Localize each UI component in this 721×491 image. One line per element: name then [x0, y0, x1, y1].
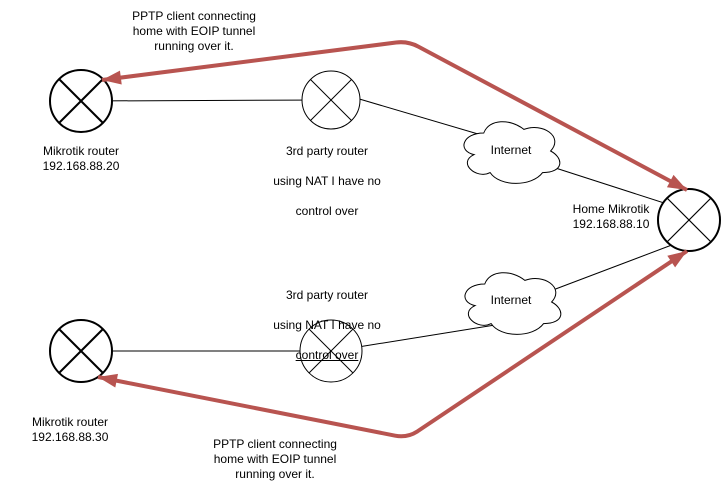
pptp-tunnel-arrow-top [101, 40, 688, 192]
label-mikrotik-20: Mikrotik router 192.168.88.20 [42, 144, 120, 173]
label-line: using NAT I have no [273, 318, 381, 332]
label-line: control over [295, 204, 359, 218]
pptp-tunnel-arrow-bottom [97, 249, 689, 439]
annotation-pptp-top: PPTP client connecting home with EOIP tu… [132, 9, 256, 53]
label-mikrotik-30: Mikrotik router 192.168.88.30 [31, 415, 109, 444]
router-x-icon [58, 328, 104, 374]
label-line: 3rd party router [285, 144, 369, 158]
router-x-icon [666, 197, 712, 243]
label-internet-top: Internet [490, 143, 532, 157]
label-line: 3rd party router [285, 288, 369, 302]
router-node-home-mikrotik [657, 188, 721, 252]
label-nat-router-top: 3rd party router using NAT I have no con… [273, 129, 381, 234]
router-x-icon [58, 78, 104, 124]
annotation-pptp-bottom: PPTP client connecting home with EOIP tu… [213, 437, 337, 481]
router-node-mikrotik-20 [49, 69, 113, 133]
label-line: using NAT I have no [273, 174, 381, 188]
label-line-underlined: control over [295, 348, 359, 362]
label-nat-router-bottom: 3rd party router using NAT I have no con… [273, 273, 381, 378]
router-node-nat-top [301, 70, 361, 130]
label-home-mikrotik: Home Mikrotik 192.168.88.10 [572, 202, 650, 231]
link-mikrotik20-nat-top [80, 99, 332, 102]
label-internet-bottom: Internet [490, 293, 532, 307]
router-node-mikrotik-30 [49, 319, 113, 383]
